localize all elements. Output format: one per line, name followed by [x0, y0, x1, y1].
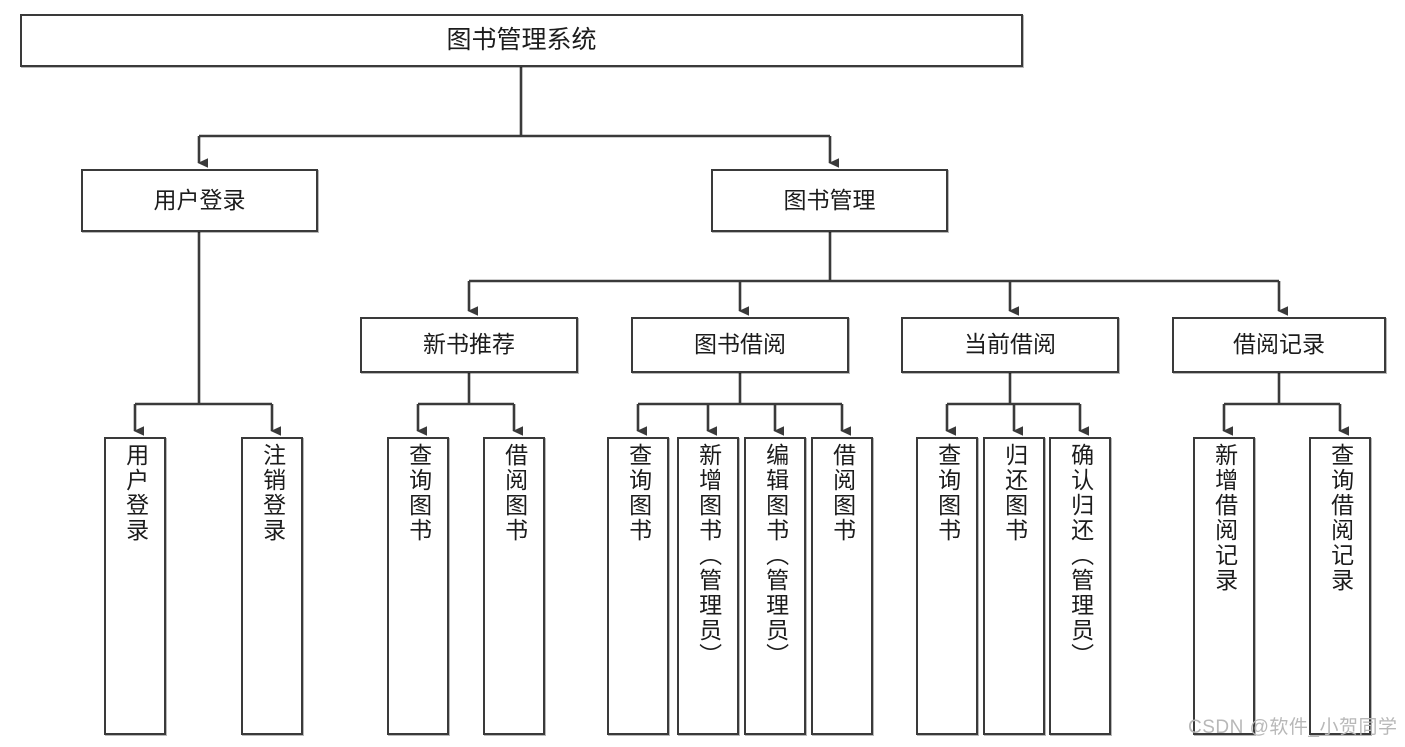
leaf-add-book-admin[interactable]: 新增图书（管理员）: [677, 437, 739, 735]
leaf-query-book-current[interactable]: 查询图书: [916, 437, 978, 735]
leaf-user-login[interactable]: 用户登录: [104, 437, 166, 735]
leaf-edit-book-admin[interactable]: 编辑图书（管理员）: [744, 437, 806, 735]
node-label: 编辑图书（管理员）: [762, 443, 789, 668]
node-label: 查询图书: [625, 443, 652, 543]
leaf-query-book-recommend[interactable]: 查询图书: [387, 437, 449, 735]
node-root-system[interactable]: 图书管理系统: [20, 14, 1023, 67]
leaf-return-book[interactable]: 归还图书: [983, 437, 1045, 735]
node-new-book-recommend[interactable]: 新书推荐: [360, 317, 578, 373]
node-label: 借阅记录: [1233, 331, 1325, 358]
node-label: 图书管理: [783, 186, 876, 213]
leaf-query-book-borrow[interactable]: 查询图书: [607, 437, 669, 735]
node-label: 新增图书（管理员）: [695, 443, 722, 668]
leaf-logout-login[interactable]: 注销登录: [241, 437, 303, 735]
node-label: 归还图书: [1001, 443, 1028, 543]
node-book-borrow[interactable]: 图书借阅: [631, 317, 849, 373]
node-label: 查询图书: [934, 443, 961, 543]
node-label: 查询图书: [405, 443, 432, 543]
node-label: 图书管理系统: [446, 25, 597, 54]
node-user-login[interactable]: 用户登录: [81, 169, 318, 232]
node-label: 借阅图书: [501, 443, 528, 543]
node-label: 新增借阅记录: [1211, 443, 1238, 593]
leaf-borrow-book-recommend[interactable]: 借阅图书: [483, 437, 545, 735]
node-book-management[interactable]: 图书管理: [711, 169, 948, 232]
leaf-add-borrow-record[interactable]: 新增借阅记录: [1193, 437, 1255, 735]
csdn-watermark: CSDN @软件_小贺同学: [1188, 717, 1398, 738]
node-label: 注销登录: [259, 443, 286, 543]
node-label: 查询借阅记录: [1327, 443, 1354, 593]
node-label: 新书推荐: [423, 331, 515, 358]
leaf-confirm-return-admin[interactable]: 确认归还（管理员）: [1049, 437, 1111, 735]
node-label: 用户登录: [122, 443, 149, 543]
node-label: 图书借阅: [694, 331, 786, 358]
node-borrow-record[interactable]: 借阅记录: [1172, 317, 1386, 373]
node-label: 借阅图书: [829, 443, 856, 543]
leaf-borrow-book[interactable]: 借阅图书: [811, 437, 873, 735]
node-current-borrow[interactable]: 当前借阅: [901, 317, 1119, 373]
node-label: 当前借阅: [964, 331, 1056, 358]
leaf-query-borrow-record[interactable]: 查询借阅记录: [1309, 437, 1371, 735]
node-label: 用户登录: [153, 186, 246, 213]
node-label: 确认归还（管理员）: [1067, 443, 1094, 668]
